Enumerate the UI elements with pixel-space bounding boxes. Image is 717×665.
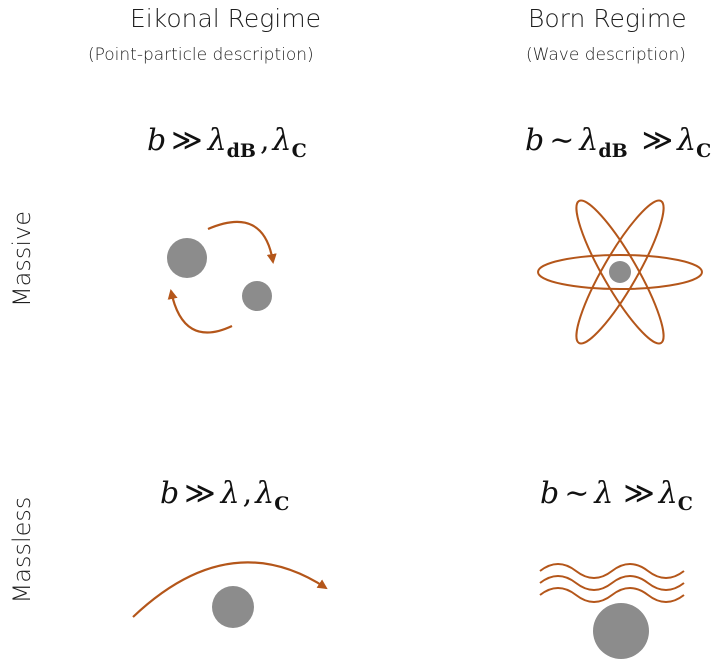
formula-sym: λ (272, 123, 292, 158)
formula-massless-eikonal: b≫λ,λC (160, 476, 289, 515)
formula-sep: , (242, 476, 253, 511)
formula-lhs: b (160, 476, 180, 511)
orbital-horizontal (537, 254, 703, 290)
formula-lhs: b (540, 476, 560, 511)
formula-op: ≫ (184, 476, 216, 511)
formula-sub: C (696, 140, 712, 162)
eikonal-title: Eikonal Regime (130, 4, 321, 33)
formula-sym: λ (594, 476, 614, 511)
born-title: Born Regime (528, 4, 687, 33)
scatterer-body-icon (593, 603, 649, 659)
wave-scattering-illustration (539, 563, 685, 659)
formula-massless-born: b∼λ≫λC (540, 476, 693, 515)
orbital-tilted-right (575, 199, 665, 345)
binary-orbit-illustration (167, 220, 277, 334)
wave-line-3 (539, 587, 685, 603)
formula-op: ≫ (623, 476, 655, 511)
formula-sub: dB (226, 140, 256, 162)
small-body-icon (242, 281, 272, 311)
orbital-tilted-left (575, 199, 665, 345)
formula-sym: λ (579, 123, 599, 158)
formula-sym: λ (255, 476, 275, 511)
deflected-ray-arrow (132, 561, 328, 618)
formula-sym: λ (658, 476, 678, 511)
formula-op: ≫ (171, 123, 203, 158)
wave-line-1 (539, 563, 685, 579)
formula-sep: , (260, 123, 270, 158)
nucleus-icon (609, 261, 631, 283)
orbit-arrow-top (207, 220, 277, 264)
formula-massive-eikonal: b≫λdB,λC (147, 123, 307, 162)
formula-op: ∼ (564, 476, 590, 511)
large-body-icon (167, 238, 207, 278)
formula-sym: λ (207, 123, 227, 158)
formula-sym: λ (677, 123, 697, 158)
formula-sym: λ (220, 476, 240, 511)
formula-sub: dB (598, 140, 628, 162)
formula-sub: C (274, 493, 290, 515)
lens-body-icon (212, 586, 254, 628)
formula-lhs: b (147, 123, 167, 158)
formula-op: ≫ (641, 123, 674, 158)
eikonal-subtitle: (Point-particle description) (88, 45, 314, 65)
atom-illustration (537, 199, 703, 345)
orbit-arrow-bottom (167, 289, 233, 334)
wave-line-2 (539, 575, 685, 591)
deflected-ray-illustration (132, 561, 328, 628)
formula-sub: C (677, 493, 693, 515)
formula-sub: C (291, 140, 307, 162)
formula-massive-born: b∼λdB≫λC (525, 123, 711, 162)
formula-lhs: b (525, 123, 545, 158)
born-subtitle: (Wave description) (526, 45, 686, 65)
formula-op: ∼ (549, 123, 575, 158)
